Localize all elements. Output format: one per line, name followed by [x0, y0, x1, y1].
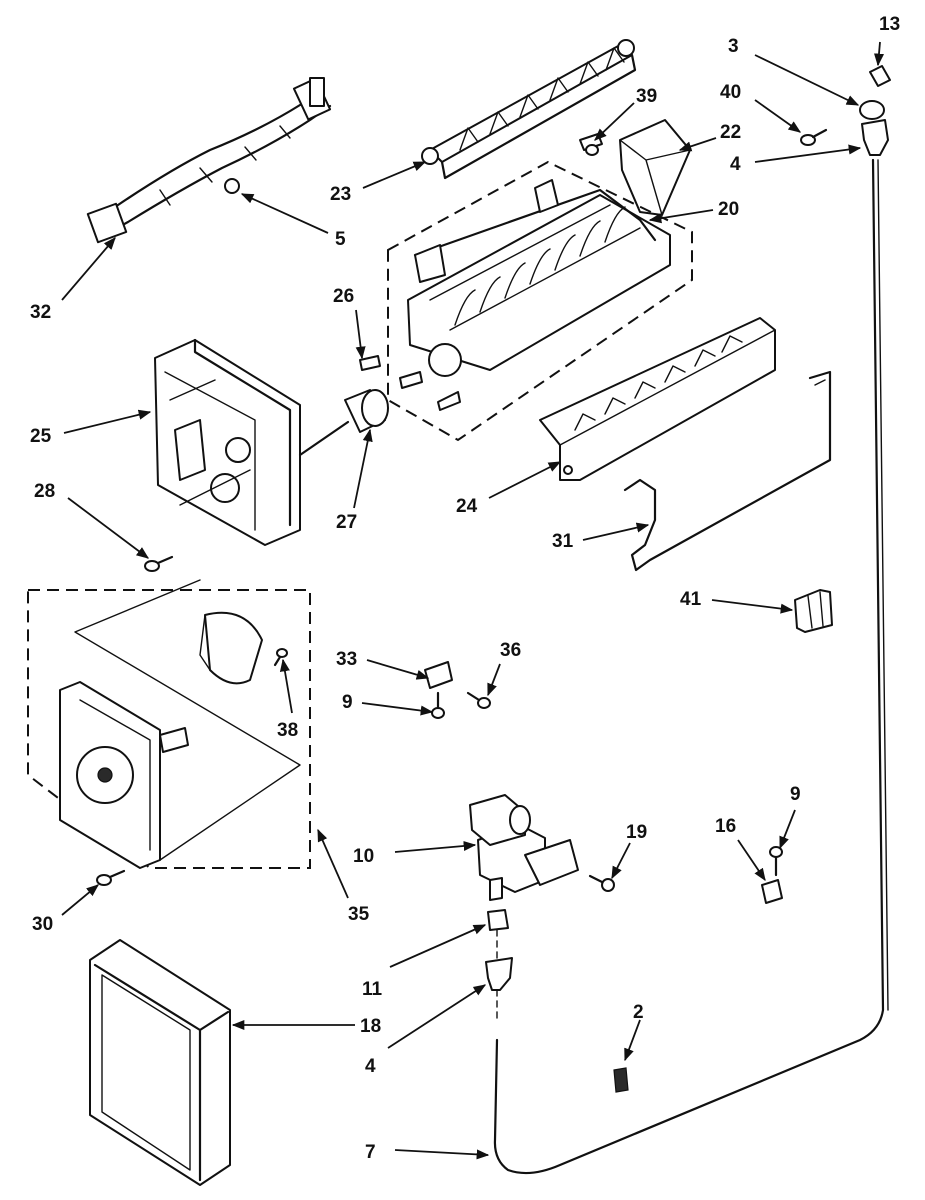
part-label-7: 7: [365, 1142, 376, 1163]
part-label-28: 28: [34, 481, 55, 502]
wire-harness-drawing: [86, 77, 332, 244]
fill-cup-drawing: [619, 119, 691, 216]
part-label-23: 23: [330, 184, 351, 205]
leader-lines: [61, 41, 885, 1160]
clamp-33-drawing: [424, 661, 453, 689]
part-label-18: 18: [360, 1016, 381, 1037]
part-label-19: 19: [626, 822, 647, 843]
water-valve-drawing: [469, 794, 579, 901]
ice-mold-drawing: [387, 160, 693, 442]
module-housing-drawing: [154, 338, 301, 546]
part-label-35: 35: [348, 904, 370, 925]
part-label-13: 13: [879, 14, 900, 35]
part-label-11: 11: [362, 979, 383, 1000]
part-label-31: 31: [552, 531, 574, 552]
part-label-24: 24: [456, 496, 478, 517]
part-label-32: 32: [30, 302, 51, 323]
water-tube-drawing: [493, 158, 889, 1175]
part-label-10: 10: [353, 846, 374, 867]
part-label-27: 27: [336, 512, 357, 533]
part-label-40: 40: [720, 82, 741, 103]
part-label-30: 30: [32, 914, 53, 935]
part-label-38: 38: [277, 720, 298, 741]
part-label-39: 39: [636, 86, 657, 107]
part-label-25: 25: [30, 426, 52, 447]
front-cover-drawing: [89, 939, 231, 1186]
part-label-3: 3: [728, 36, 739, 57]
part-label-22: 22: [720, 122, 741, 143]
spring-2-drawing: [613, 1067, 629, 1093]
part-labels: 13 3 40 4 39 22 23 20 5 32 26 25 27 28 2…: [30, 14, 900, 1163]
screws-drawing: [96, 128, 828, 892]
module-assembly-35-drawing: [27, 579, 311, 869]
part-label-9-left: 9: [342, 692, 353, 713]
part-label-36: 36: [500, 640, 521, 661]
nut-insert-drawing: [485, 909, 513, 1021]
part-label-4-lower: 4: [365, 1056, 376, 1077]
motor-27-drawing: [298, 355, 389, 457]
clip-41-drawing: [794, 589, 833, 633]
part-label-5: 5: [335, 229, 346, 250]
part-label-4: 4: [730, 154, 741, 175]
part-label-33: 33: [336, 649, 357, 670]
ice-stripper-drawing: [539, 317, 776, 481]
bracket-16-drawing: [761, 846, 783, 904]
part-label-41: 41: [680, 589, 702, 610]
part-label-2: 2: [633, 1002, 644, 1023]
top-fittings-drawing: [859, 65, 891, 156]
part-label-26: 26: [333, 286, 354, 307]
part-label-20: 20: [718, 199, 739, 220]
ejector-bar-drawing: [421, 39, 637, 180]
shutoff-arm-drawing: [623, 370, 832, 572]
part-label-16: 16: [715, 816, 736, 837]
part-label-9-right: 9: [790, 784, 801, 805]
